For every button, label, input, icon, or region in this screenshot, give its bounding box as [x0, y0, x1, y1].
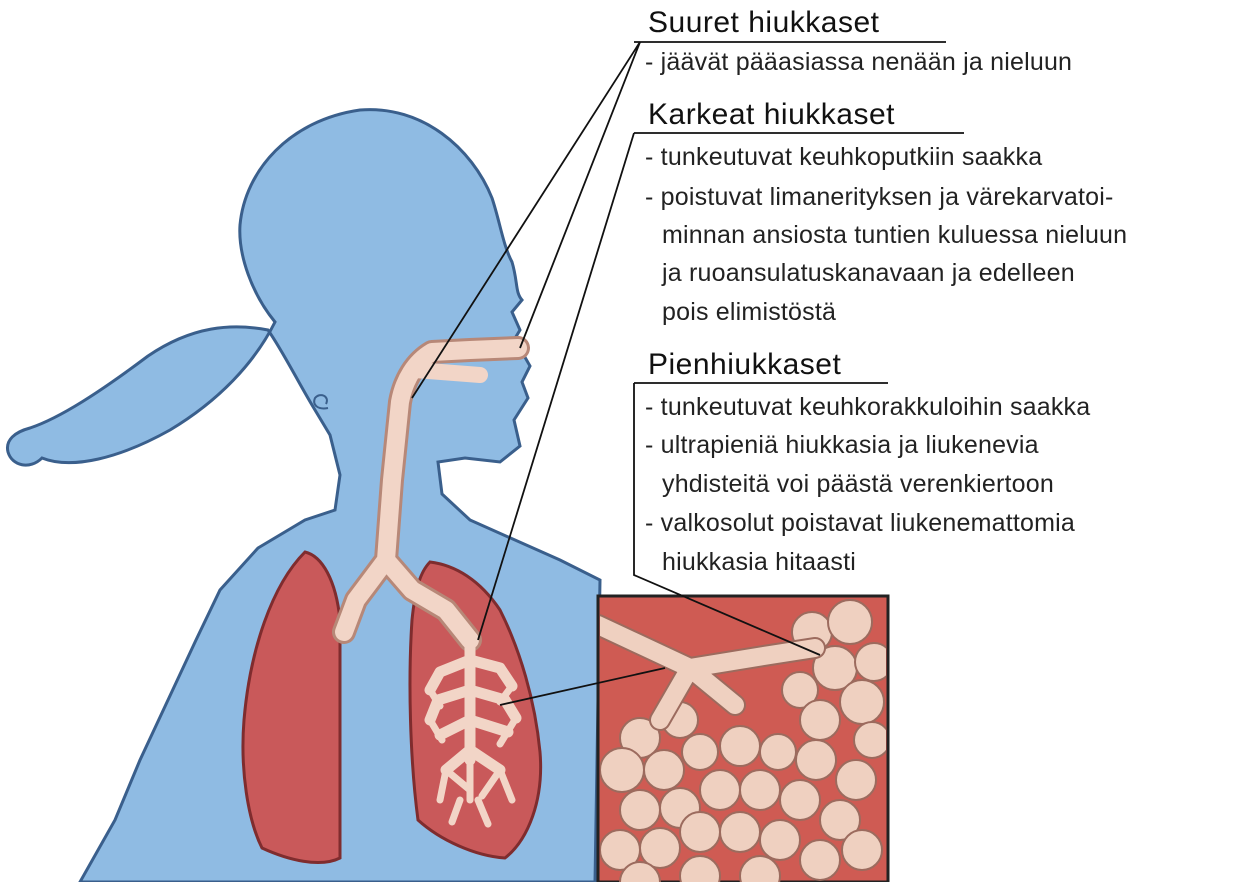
text-fine-1: - tunkeutuvat keuhkorakkuloihin saakka [645, 393, 1090, 422]
heading-large-particles: Suuret hiukkaset [648, 6, 879, 40]
text-coarse-1: - tunkeutuvat keuhkoputkiin saakka [645, 143, 1042, 172]
text-coarse-3: minnan ansiosta tuntien kuluessa nieluun [662, 221, 1127, 250]
heading-fine-particles: Pienhiukkaset [648, 348, 841, 382]
text-fine-2: - ultrapieniä hiukkasia ja liukenevia [645, 431, 1039, 460]
text-coarse-2: - poistuvat limanerityksen ja värekarvat… [645, 183, 1114, 212]
heading-coarse-particles: Karkeat hiukkaset [648, 98, 895, 132]
text-fine-3: yhdisteitä voi päästä verenkiertoon [662, 470, 1054, 499]
text-coarse-5: pois elimistöstä [662, 298, 836, 327]
alveoli-inset [598, 596, 893, 882]
text-fine-4: - valkosolut poistavat liukenemattomia [645, 509, 1075, 538]
text-large-1: - jäävät pääasiassa nenään ja nieluun [645, 48, 1072, 77]
text-coarse-4: ja ruoansulatuskanavaan ja edelleen [662, 259, 1075, 288]
text-fine-5: hiukkasia hitaasti [662, 548, 856, 577]
